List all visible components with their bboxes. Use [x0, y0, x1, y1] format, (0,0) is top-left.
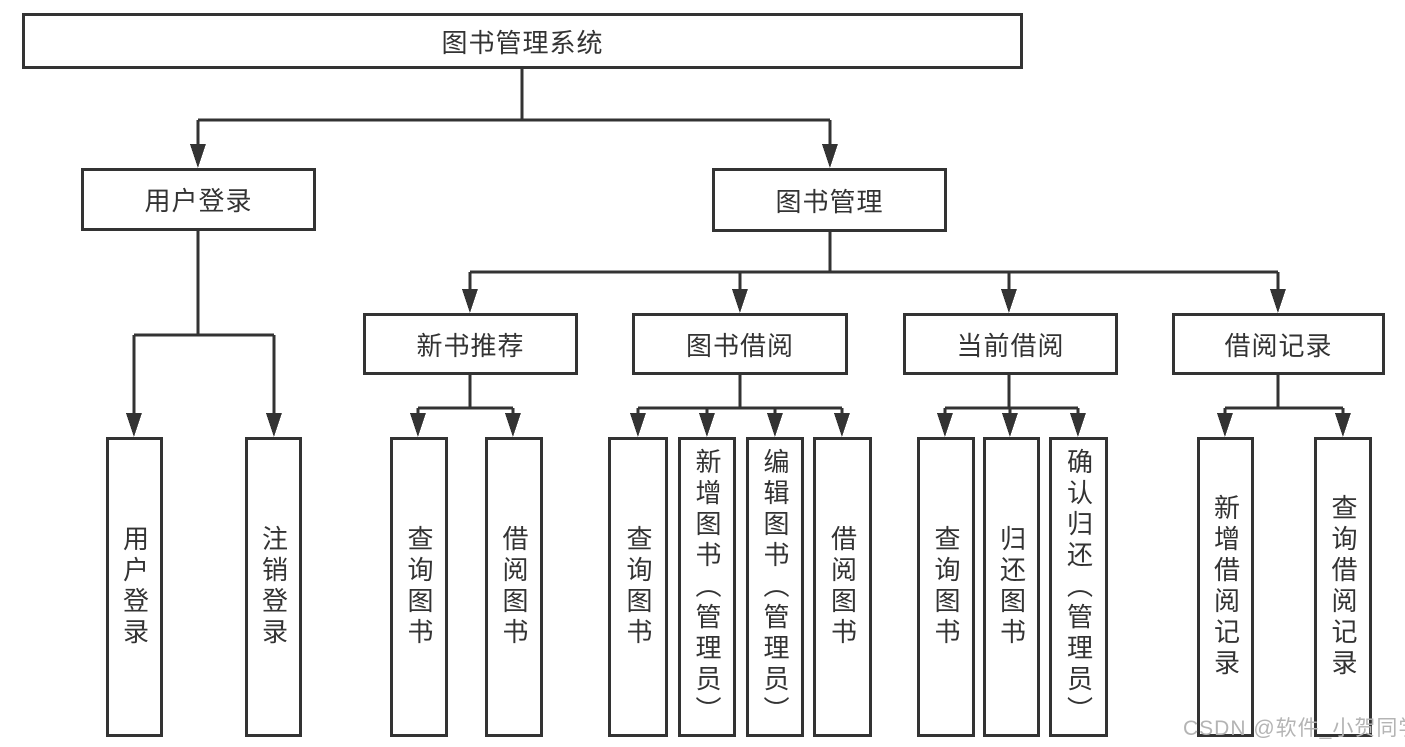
- leaf-query-borrow-record: 查询借阅记录: [1314, 437, 1372, 737]
- leaf-query-books-2-label: 查询图书: [623, 525, 653, 649]
- leaf-borrow-books-1: 借阅图书: [485, 437, 543, 737]
- leaf-add-book-admin: 新增图书（管理员）: [678, 437, 736, 737]
- node-new-book-recommend: 新书推荐: [363, 313, 578, 375]
- leaf-query-borrow-record-label: 查询借阅记录: [1328, 494, 1358, 680]
- leaf-logout-label: 注销登录: [258, 525, 289, 649]
- node-root-label: 图书管理系统: [441, 27, 604, 58]
- node-book-borrow-label: 图书借阅: [685, 330, 794, 361]
- node-user-login-label: 用户登录: [144, 186, 253, 216]
- leaf-query-books-1-label: 查询图书: [404, 525, 434, 649]
- leaf-query-books-1: 查询图书: [390, 437, 448, 737]
- leaf-edit-book-admin-label: 编辑图书（管理员）: [760, 447, 790, 727]
- leaf-return-books: 归还图书: [983, 437, 1040, 737]
- leaf-user-login: 用户登录: [106, 437, 163, 737]
- leaf-confirm-return-admin-label: 确认归还（管理员）: [1063, 447, 1094, 727]
- leaf-edit-book-admin: 编辑图书（管理员）: [746, 437, 804, 737]
- leaf-query-books-3: 查询图书: [917, 437, 975, 737]
- leaf-borrow-books-2-label: 借阅图书: [827, 525, 858, 649]
- node-borrow-records: 借阅记录: [1172, 313, 1385, 375]
- leaf-add-borrow-record-label: 新增借阅记录: [1210, 494, 1241, 680]
- node-book-borrow: 图书借阅: [632, 313, 848, 375]
- node-user-login: 用户登录: [81, 168, 316, 231]
- node-root: 图书管理系统: [22, 13, 1023, 69]
- node-book-management: 图书管理: [712, 168, 947, 232]
- node-new-book-recommend-label: 新书推荐: [416, 330, 525, 361]
- leaf-logout: 注销登录: [245, 437, 302, 737]
- leaf-borrow-books-1-label: 借阅图书: [499, 525, 529, 649]
- leaf-add-book-admin-label: 新增图书（管理员）: [692, 447, 722, 727]
- leaf-query-books-3-label: 查询图书: [931, 525, 961, 649]
- leaf-add-borrow-record: 新增借阅记录: [1197, 437, 1254, 737]
- node-book-management-label: 图书管理: [775, 186, 884, 217]
- leaf-borrow-books-2: 借阅图书: [813, 437, 872, 737]
- leaf-return-books-label: 归还图书: [996, 525, 1027, 649]
- leaf-confirm-return-admin: 确认归还（管理员）: [1049, 437, 1108, 737]
- watermark-text: CSDN @软件_小贺同学: [1183, 717, 1405, 740]
- leaf-user-login-label: 用户登录: [119, 525, 150, 649]
- node-current-borrow: 当前借阅: [903, 313, 1118, 375]
- node-borrow-records-label: 借阅记录: [1224, 330, 1333, 361]
- leaf-query-books-2: 查询图书: [608, 437, 668, 737]
- node-current-borrow-label: 当前借阅: [956, 330, 1065, 361]
